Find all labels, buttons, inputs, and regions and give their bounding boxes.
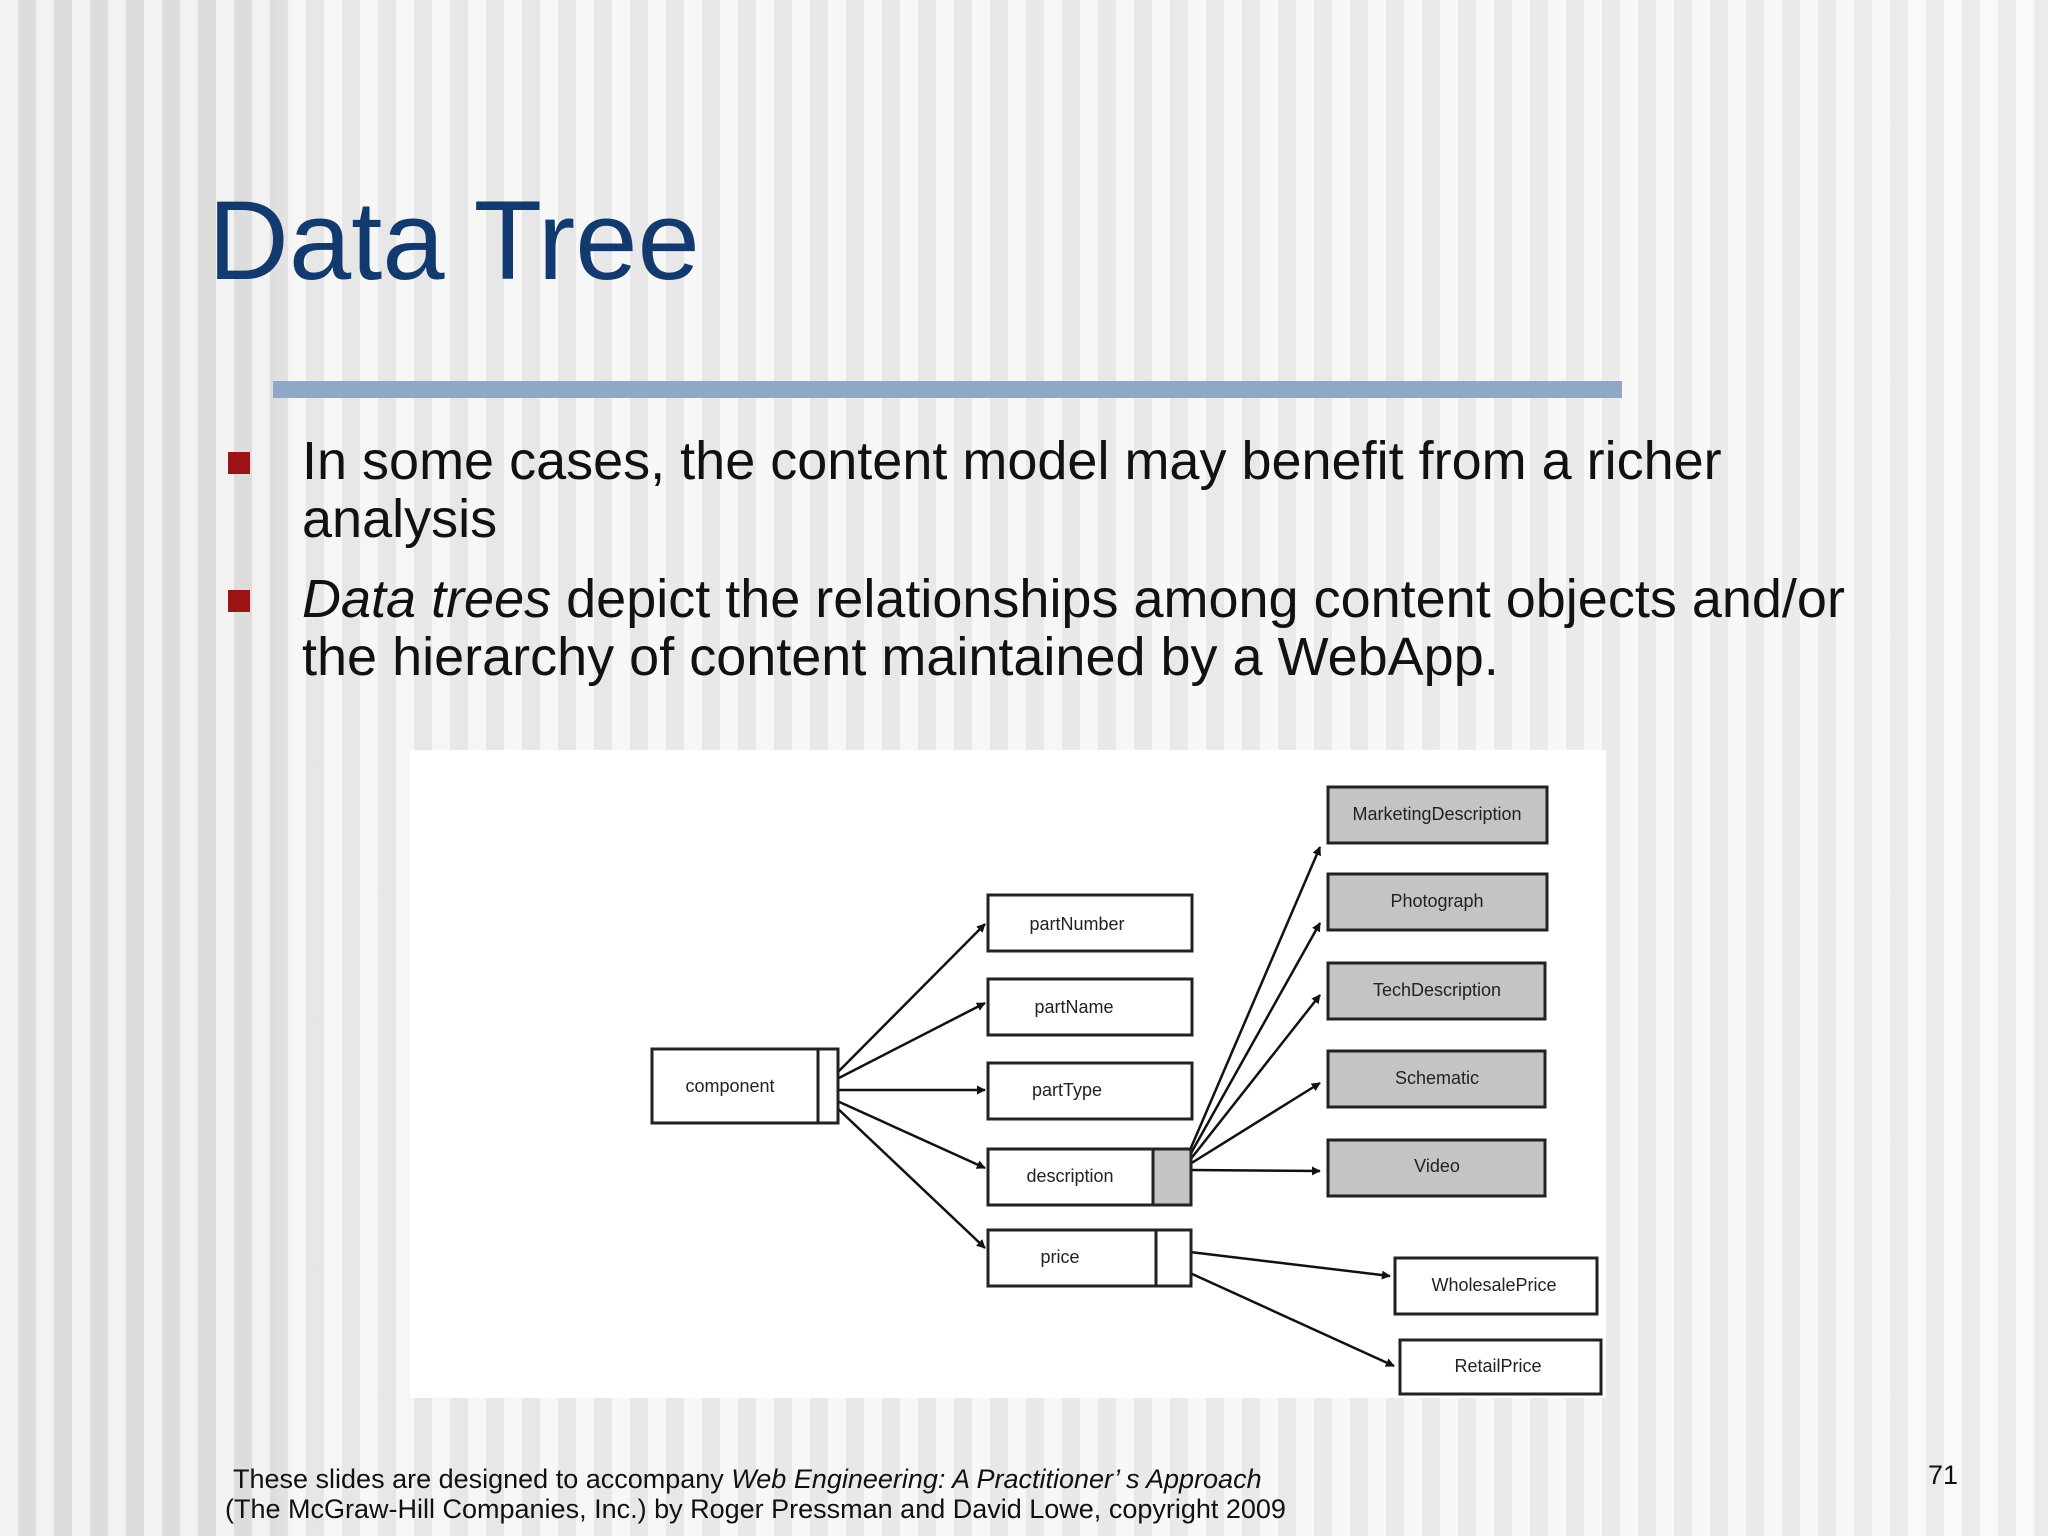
node-partName-label: partName bbox=[1034, 997, 1113, 1017]
bullet-item-1: In some cases, the content model may ben… bbox=[228, 432, 1848, 548]
node-partType: partType bbox=[986, 1061, 1194, 1121]
node-description: description bbox=[986, 1147, 1193, 1207]
node-techdescription-label: TechDescription bbox=[1373, 980, 1501, 1000]
node-component-label: component bbox=[685, 1076, 774, 1096]
data-tree-diagram: .edge { stroke: #111; stroke-width: 2.5;… bbox=[650, 785, 1603, 1396]
node-photograph: Photograph bbox=[1326, 872, 1549, 932]
bullet-list: In some cases, the content model may ben… bbox=[228, 432, 1848, 708]
node-marketingdescription-label: MarketingDescription bbox=[1352, 804, 1521, 824]
edge-component-description bbox=[834, 1098, 986, 1170]
node-price-label: price bbox=[1040, 1247, 1079, 1267]
node-techdescription: TechDescription bbox=[1326, 961, 1547, 1021]
slide-footer: These slides are designed to accompany W… bbox=[225, 1464, 1286, 1524]
edge-component-partNumber bbox=[834, 923, 986, 1076]
node-retailprice-label: RetailPrice bbox=[1454, 1356, 1541, 1376]
footer-line1-text: These slides are designed to accompany bbox=[233, 1464, 732, 1494]
node-partNumber-label: partNumber bbox=[1029, 914, 1124, 934]
slide-title: Data Tree bbox=[208, 178, 700, 303]
edge-component-price bbox=[834, 1105, 986, 1249]
node-schematic: Schematic bbox=[1326, 1049, 1547, 1109]
edge-component-partName bbox=[834, 1001, 986, 1082]
node-video-label: Video bbox=[1414, 1156, 1460, 1176]
bullet-square-icon bbox=[228, 590, 250, 612]
edge-description-video bbox=[1189, 1166, 1321, 1176]
slide-number: 71 bbox=[1928, 1460, 1959, 1490]
node-schematic-label: Schematic bbox=[1395, 1068, 1479, 1088]
edge-description-schematic bbox=[1189, 1081, 1321, 1166]
node-description-label: description bbox=[1026, 1166, 1113, 1186]
edge-price-retail bbox=[1189, 1271, 1395, 1368]
bullet-item-2: Data trees depict the relationships amon… bbox=[228, 570, 1848, 686]
node-partNumber: partNumber bbox=[986, 893, 1194, 953]
edge-description-photograph bbox=[1188, 922, 1322, 1156]
bullet-square-icon bbox=[228, 452, 250, 474]
footer-line2-text: (The McGraw-Hill Companies, Inc.) by Rog… bbox=[225, 1494, 1286, 1524]
data-tree-figure: .edge { stroke: #111; stroke-width: 2.5;… bbox=[410, 750, 1606, 1398]
node-photograph-label: Photograph bbox=[1390, 891, 1483, 911]
node-retailprice: RetailPrice bbox=[1398, 1338, 1603, 1396]
node-component: component bbox=[650, 1047, 840, 1125]
edge-description-marketing bbox=[1188, 846, 1322, 1151]
node-wholesaleprice: WholesalePrice bbox=[1393, 1256, 1599, 1316]
bullet-1-text: In some cases, the content model may ben… bbox=[302, 431, 1722, 549]
node-price: price bbox=[986, 1228, 1193, 1288]
bullet-2-text: depict the relationships among content o… bbox=[302, 569, 1845, 687]
node-wholesaleprice-label: WholesalePrice bbox=[1431, 1275, 1556, 1295]
node-partType-label: partType bbox=[1032, 1080, 1102, 1100]
node-video: Video bbox=[1326, 1138, 1547, 1198]
footer-book-title: Web Engineering: A Practitioner’ s Appro… bbox=[731, 1464, 1262, 1494]
node-partName: partName bbox=[986, 977, 1194, 1037]
node-marketingdescription: MarketingDescription bbox=[1326, 785, 1549, 845]
title-divider bbox=[273, 381, 1622, 398]
edge-description-techdescription bbox=[1189, 994, 1321, 1161]
bullet-2-italic: Data trees bbox=[302, 569, 552, 629]
edge-price-wholesale bbox=[1189, 1250, 1391, 1280]
